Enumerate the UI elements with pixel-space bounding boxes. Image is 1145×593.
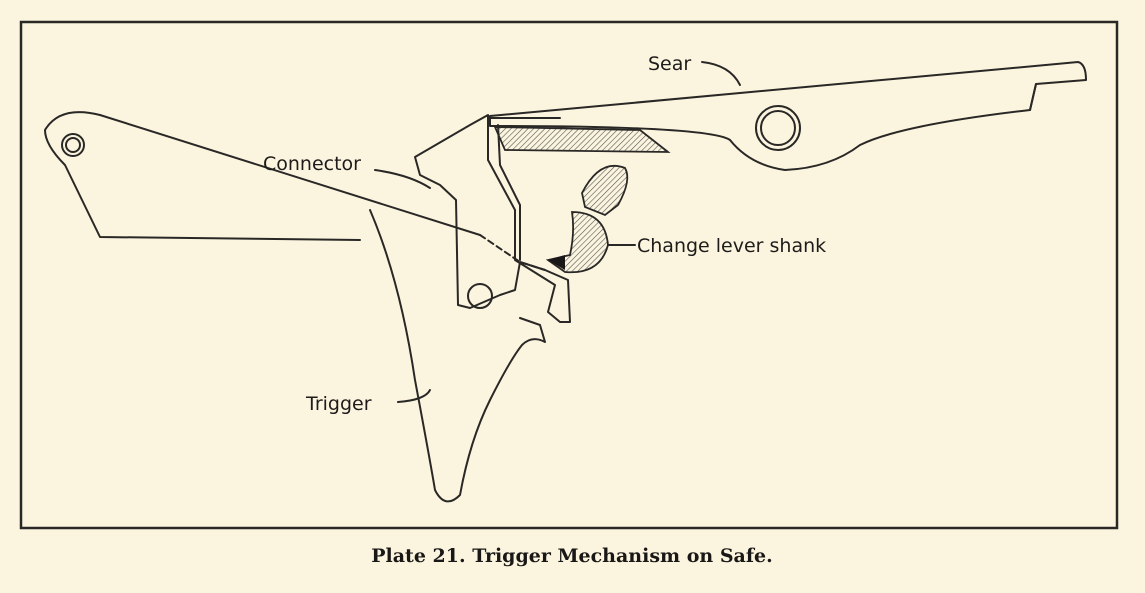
- label-change-lever-shank: Change lever shank: [637, 235, 826, 257]
- label-connector: Connector: [263, 153, 361, 175]
- lever-pivot: [61, 133, 85, 157]
- plate-caption: Plate 21. Trigger Mechanism on Safe.: [371, 545, 773, 567]
- connector-part: [414, 114, 571, 323]
- trigger-part: [369, 209, 546, 503]
- trigger-bar: [44, 111, 361, 241]
- sear-pin: [755, 105, 801, 151]
- label-trigger: Trigger: [305, 393, 372, 415]
- change-lever-plunger: [581, 164, 629, 217]
- sear-part: [489, 61, 1087, 171]
- sear-hatched-face: [493, 126, 671, 153]
- label-sear: Sear: [648, 53, 691, 75]
- plate-frame: [19, 20, 1119, 530]
